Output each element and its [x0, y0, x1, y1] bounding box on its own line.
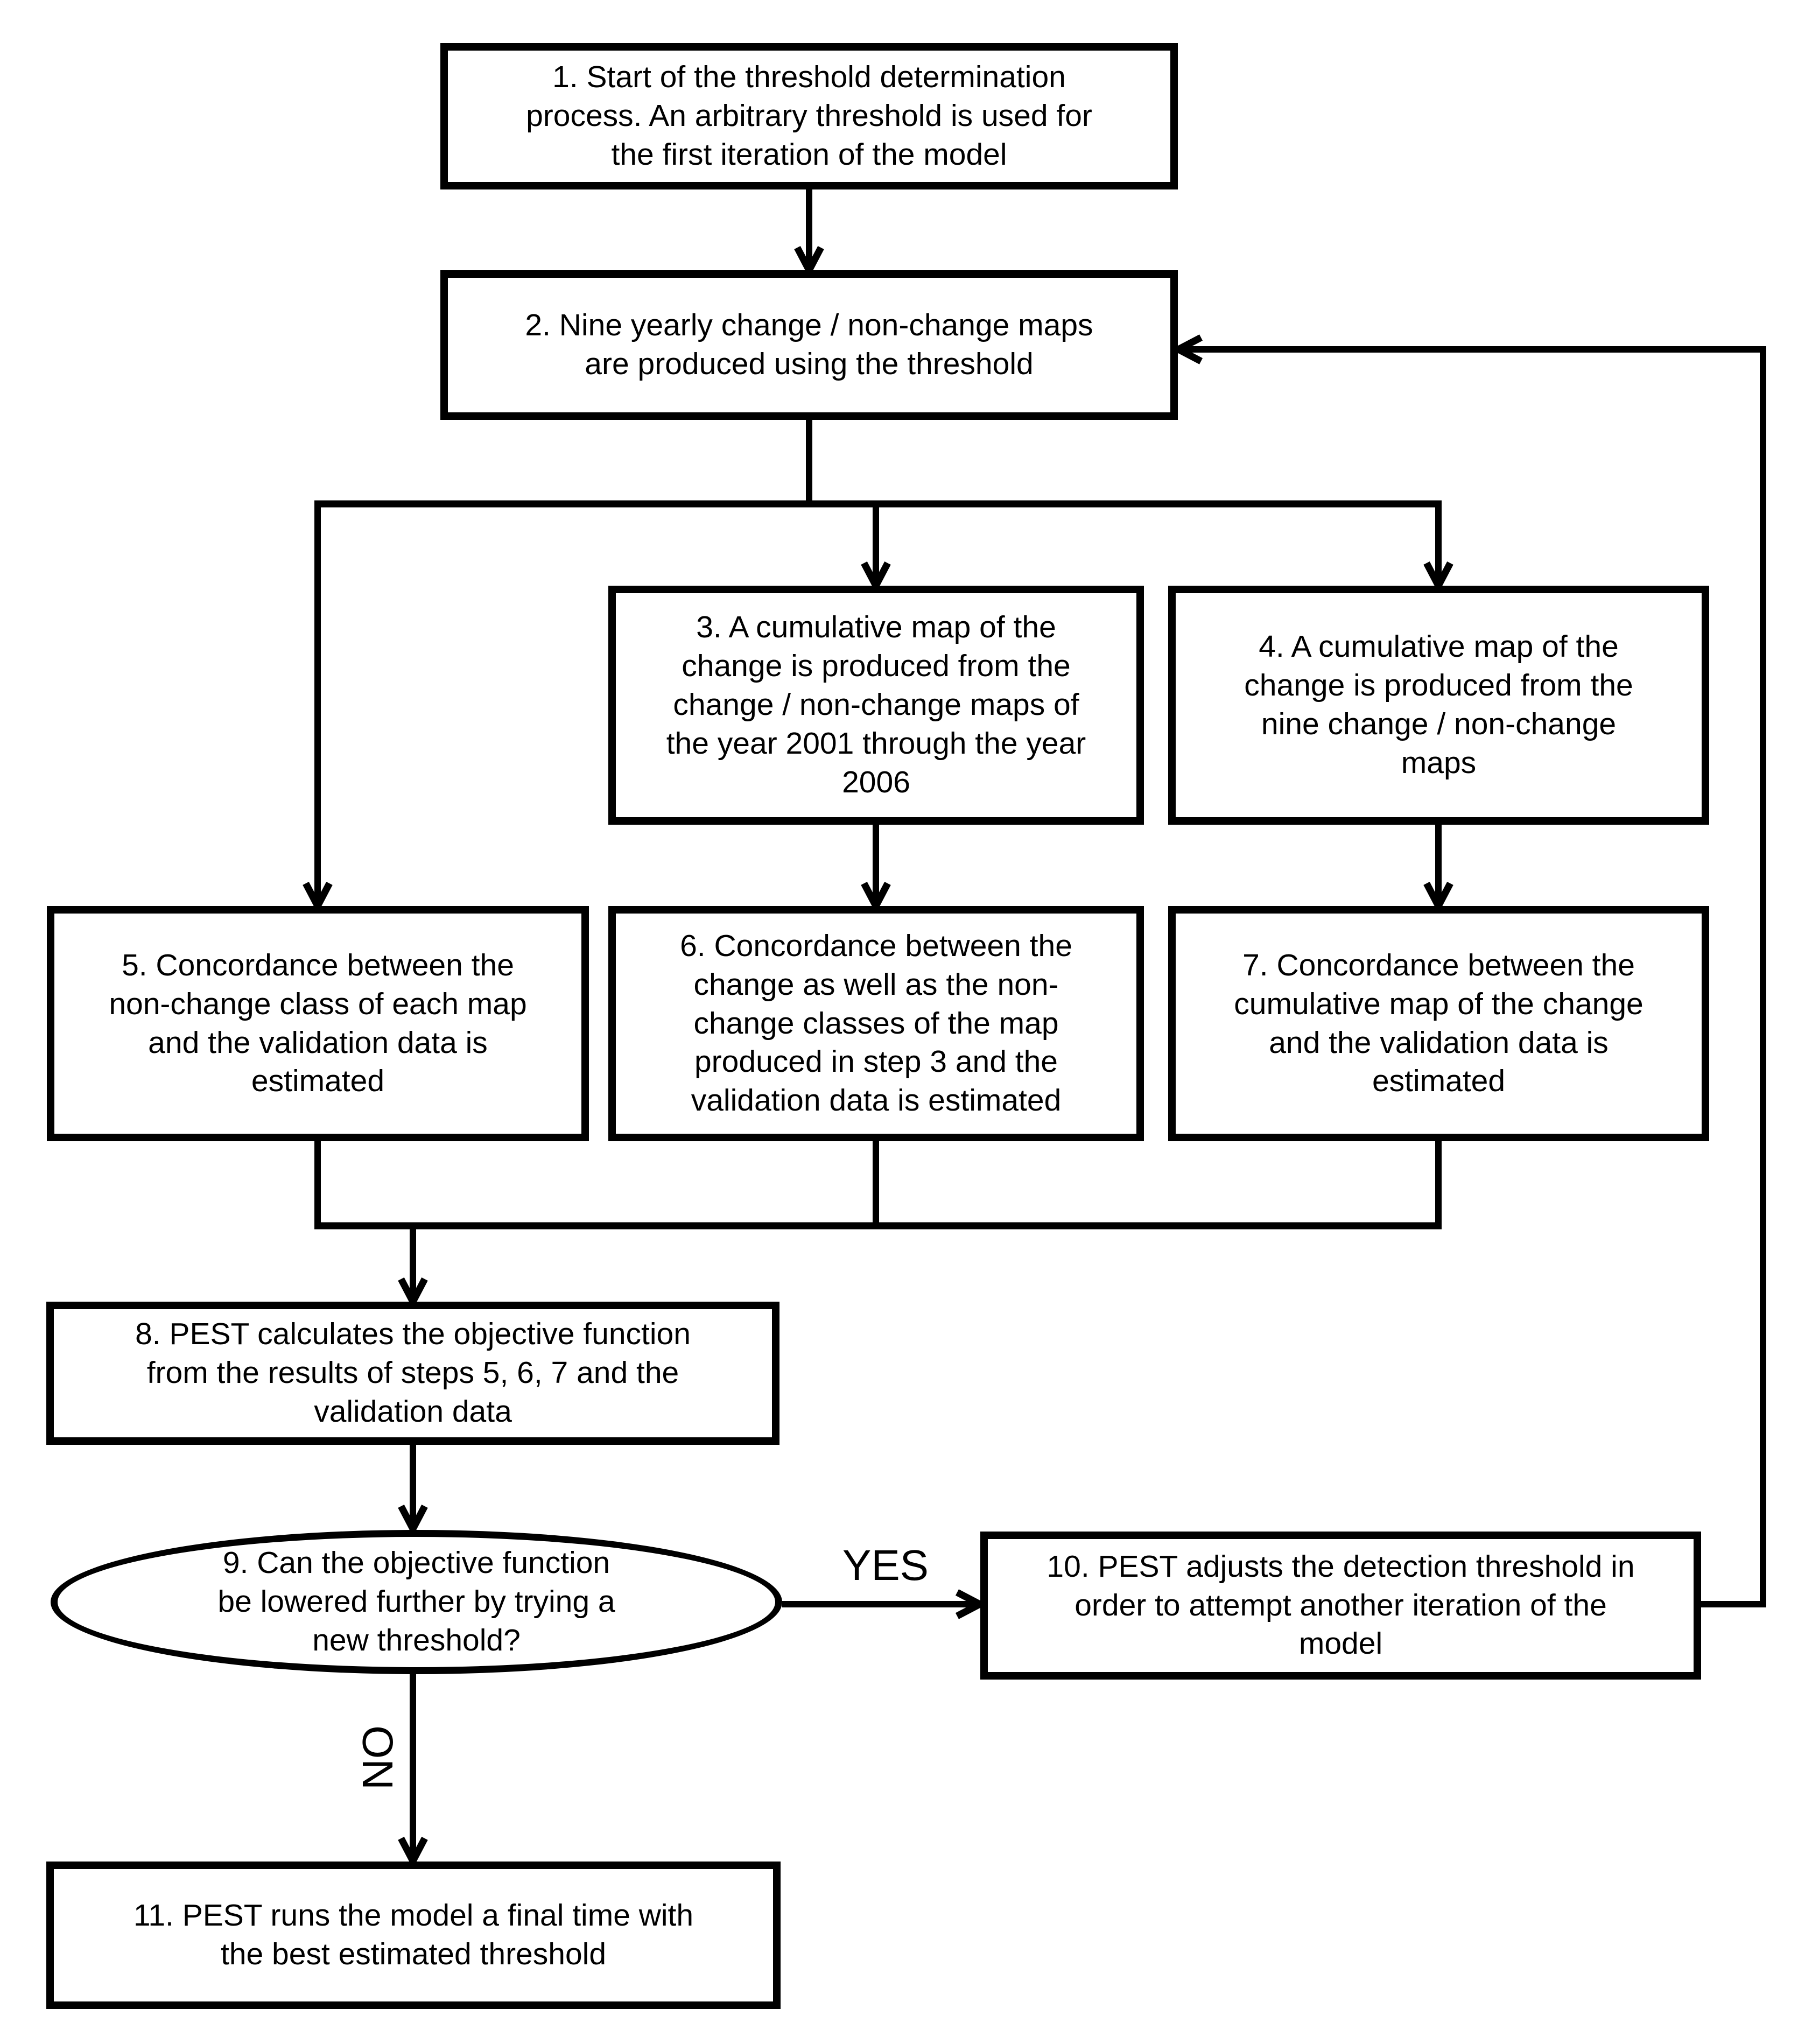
yes-label: YES: [842, 1541, 929, 1589]
step-8-text: 8. PEST calculates the objective functio…: [135, 1317, 691, 1429]
feedback-step10-to-step2: [1170, 334, 1766, 1607]
step-10-box: 10. PEST adjusts the detection threshold…: [980, 1532, 1701, 1680]
step-1-box: 1. Start of the threshold determination …: [440, 43, 1178, 189]
step-2-box: 2. Nine yearly change / non-change maps …: [440, 270, 1178, 420]
step-6-box: 6. Concordance between the change as wel…: [608, 906, 1144, 1141]
step-3-text: 3. A cumulative map of the change is pro…: [666, 610, 1086, 799]
step-9-text: 9. Can the objective function be lowered…: [217, 1546, 615, 1657]
step-4-box: 4. A cumulative map of the change is pro…: [1168, 586, 1709, 825]
no-label: NO: [354, 1725, 402, 1790]
step-3-box: 3. A cumulative map of the change is pro…: [608, 586, 1144, 825]
step-7-box: 7. Concordance between the cumulative ma…: [1168, 906, 1709, 1141]
step-1-text: 1. Start of the threshold determination …: [526, 60, 1092, 172]
step-10-text: 10. PEST adjusts the detection threshold…: [1047, 1549, 1635, 1661]
step-7-text: 7. Concordance between the cumulative ma…: [1234, 947, 1644, 1099]
step-8-box: 8. PEST calculates the objective functio…: [46, 1302, 779, 1445]
step-2-text: 2. Nine yearly change / non-change maps …: [525, 308, 1093, 381]
step-5-box: 5. Concordance between the non-change cl…: [47, 906, 589, 1141]
step-11-box: 11. PEST runs the model a final time wit…: [46, 1862, 781, 2009]
step-11-text: 11. PEST runs the model a final time wit…: [133, 1898, 694, 1971]
step-9-decision: 9. Can the objective function be lowered…: [51, 1530, 782, 1674]
step-6-text: 6. Concordance between the change as wel…: [680, 928, 1072, 1118]
step-4-text: 4. A cumulative map of the change is pro…: [1244, 629, 1633, 780]
step-5-text: 5. Concordance between the non-change cl…: [109, 947, 527, 1099]
